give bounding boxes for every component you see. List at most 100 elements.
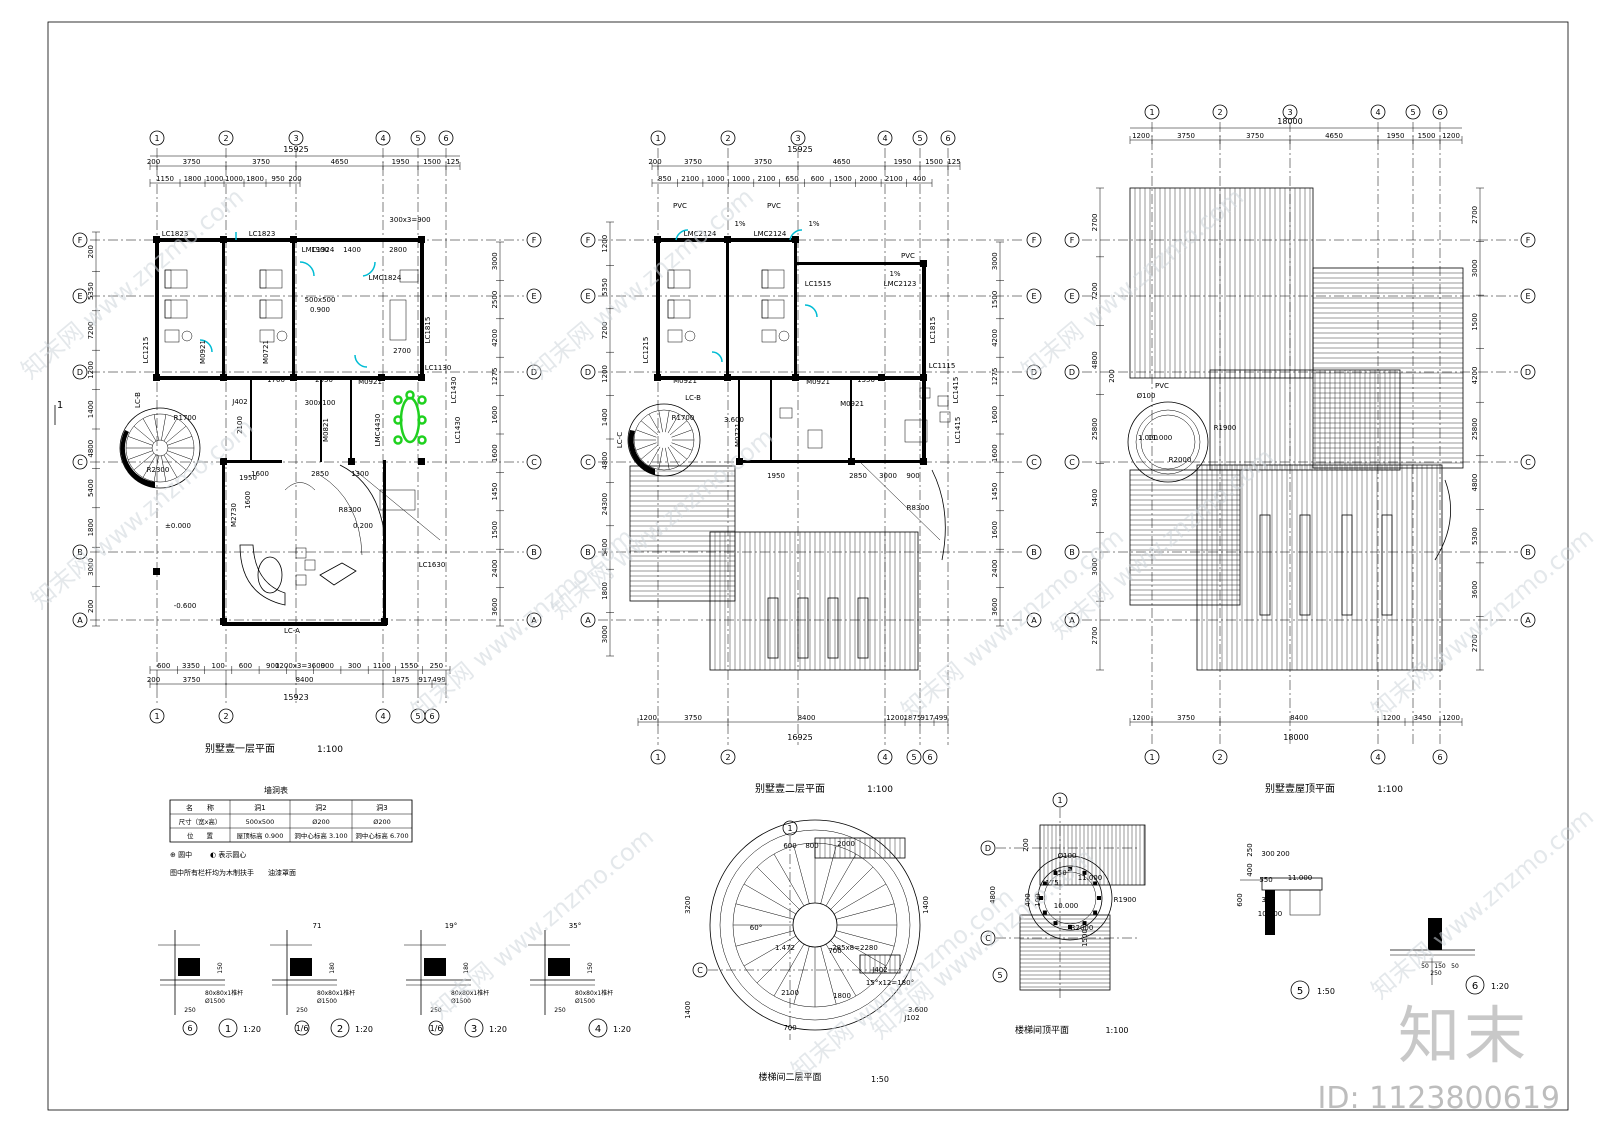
stair-roof-dim: R1900 [1114,896,1137,904]
dim-total: 15923 [283,693,308,702]
wall [320,380,322,462]
bed-pillow [164,269,172,289]
bed [164,299,188,319]
curve-wall [1434,479,1451,561]
dim-value: 4800 [1091,351,1099,369]
wall [222,238,225,378]
rail-section [290,958,312,976]
column [378,374,385,381]
axis-label: E [585,292,590,301]
dim-value: 1000 [707,175,725,183]
room-label: LC1823 [162,230,189,238]
room-label: 300x100 [305,399,336,407]
stair-tread [127,450,153,460]
table-header: 洞1 [254,803,265,812]
dim-value: 4800 [87,440,95,458]
dim-value: 650 [785,175,798,183]
roof-outline [709,531,919,671]
axis-bubble [375,708,391,724]
dim-value: 600 [157,662,170,670]
detail-dim: 250 [296,1007,308,1014]
axis-label: 5 [911,753,916,762]
watermark-text: 知末网 www.znzmo.com [1046,443,1279,645]
wall [770,380,772,462]
table-cell: 500x500 [246,818,275,826]
dim-value: 1800 [87,519,95,537]
stair-tread [167,436,193,446]
room-label: R8300 [339,506,362,514]
dim-value: 2100 [681,175,699,183]
axis-bubble [877,749,893,765]
axis-label: 4 [380,712,385,721]
detail-num: 2 [337,1024,343,1035]
room-label: M0921 [358,378,382,386]
room-label: 1950 [767,472,785,480]
wall [155,238,159,380]
dim-value: 1550 [400,662,418,670]
chair [295,574,307,586]
tower-inner [1135,409,1201,475]
stair-roof-dim: 10.000 [1054,902,1079,910]
axis-bubble [149,708,165,724]
dim-value: 1600 [491,444,499,462]
green-table [399,396,421,444]
column [220,458,227,465]
dim-value: 25800 [1091,418,1099,440]
room-label: LMC2124 [684,230,717,238]
dim-value: 200 [87,600,95,613]
dim-value: 1950 [894,158,912,166]
column [153,374,160,381]
stair-tread [833,883,887,915]
dim-value: 1950 [1387,132,1405,140]
detail-dim: 80x80x1椎杆 [205,989,243,997]
dim-total: 18000 [1283,733,1308,742]
stair-tread [163,418,178,442]
dim-value: 900 [266,662,279,670]
dim-value: 3750 [754,158,772,166]
dim-value: 1800 [246,175,264,183]
dim-value: 3750 [183,158,201,166]
arc-step [284,482,316,491]
dim-value: 4800 [601,452,609,470]
stair-core [792,902,838,948]
dim-value: 8400 [798,714,816,722]
axis-bubble [410,130,426,146]
dim-value: 2700 [1091,214,1099,232]
detail-dim: 150 [217,962,224,974]
detail-dim: 150 [587,962,594,974]
wall [222,460,225,625]
bed [164,269,188,289]
axis-label: C [77,458,83,467]
dim-value: 917 [418,676,431,684]
plan-title: 别墅壹屋顶平面 [1265,782,1335,795]
column [920,260,927,267]
stair-tread [833,935,887,967]
axis-label: 6 [1437,108,1442,117]
axis-bubble [1026,544,1042,560]
room-label: PVC [901,252,915,260]
room-label: Ø100 [1137,392,1156,400]
axis-bubble [1064,612,1080,628]
dim-value: 4800 [1471,474,1479,492]
dim-value: 200 [648,158,661,166]
chair [304,559,316,571]
column [290,236,297,243]
axis-label: 4 [1375,108,1380,117]
room-label: M0721 [734,423,742,447]
column [290,374,297,381]
stair-roof-dim: 150 [1053,869,1066,877]
dim-value: 24300 [601,493,609,515]
stair-tread [658,447,663,470]
dim-value: 1875 [904,714,922,722]
dim-value: 2100 [885,175,903,183]
dim-value: 2700 [1471,206,1479,224]
stair-tread [836,903,895,920]
room-label: 3000 [879,472,897,480]
dim-value: 3600 [491,598,499,616]
dim-value: 850 [658,175,671,183]
axis-bubble [906,749,922,765]
